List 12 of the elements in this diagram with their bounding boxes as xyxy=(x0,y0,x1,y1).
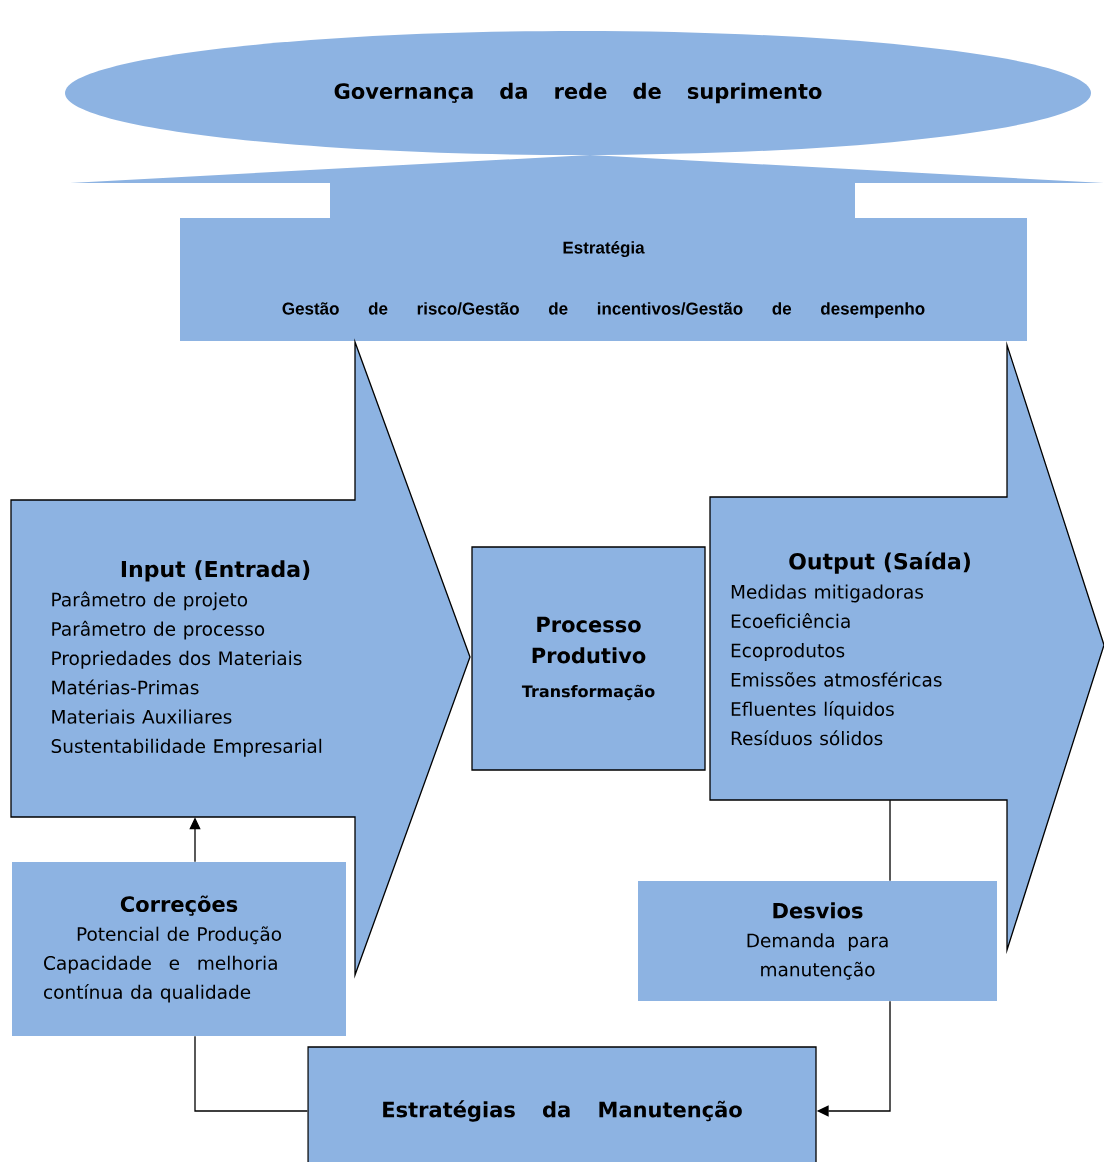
process-box: Estratégias da Manutenção xyxy=(307,1046,817,1162)
node-label: Resíduos sólidos xyxy=(731,730,883,746)
process-box: Correções Potencial de Produção Capacidade e melhoria contínua da qualidade xyxy=(12,862,346,1036)
node-label: Ecoprodutos xyxy=(731,643,845,662)
node-label: Medidas mitigadoras xyxy=(731,584,924,603)
node-label: Emissões atmosféricas xyxy=(731,671,942,687)
process-box: Processo Produtivo Transformação xyxy=(471,546,706,771)
node-label: Output (Saída) xyxy=(789,551,970,574)
strategy-box: Estratégia Gestão de risco/Gestão de incentivos/Gestão de desempenho xyxy=(70,155,1104,341)
process-box: Desvios Demanda para manutenção xyxy=(638,881,997,1001)
node-label: Efluentes líquidos xyxy=(731,700,894,720)
node-label: Ecoeficiência xyxy=(731,613,850,629)
